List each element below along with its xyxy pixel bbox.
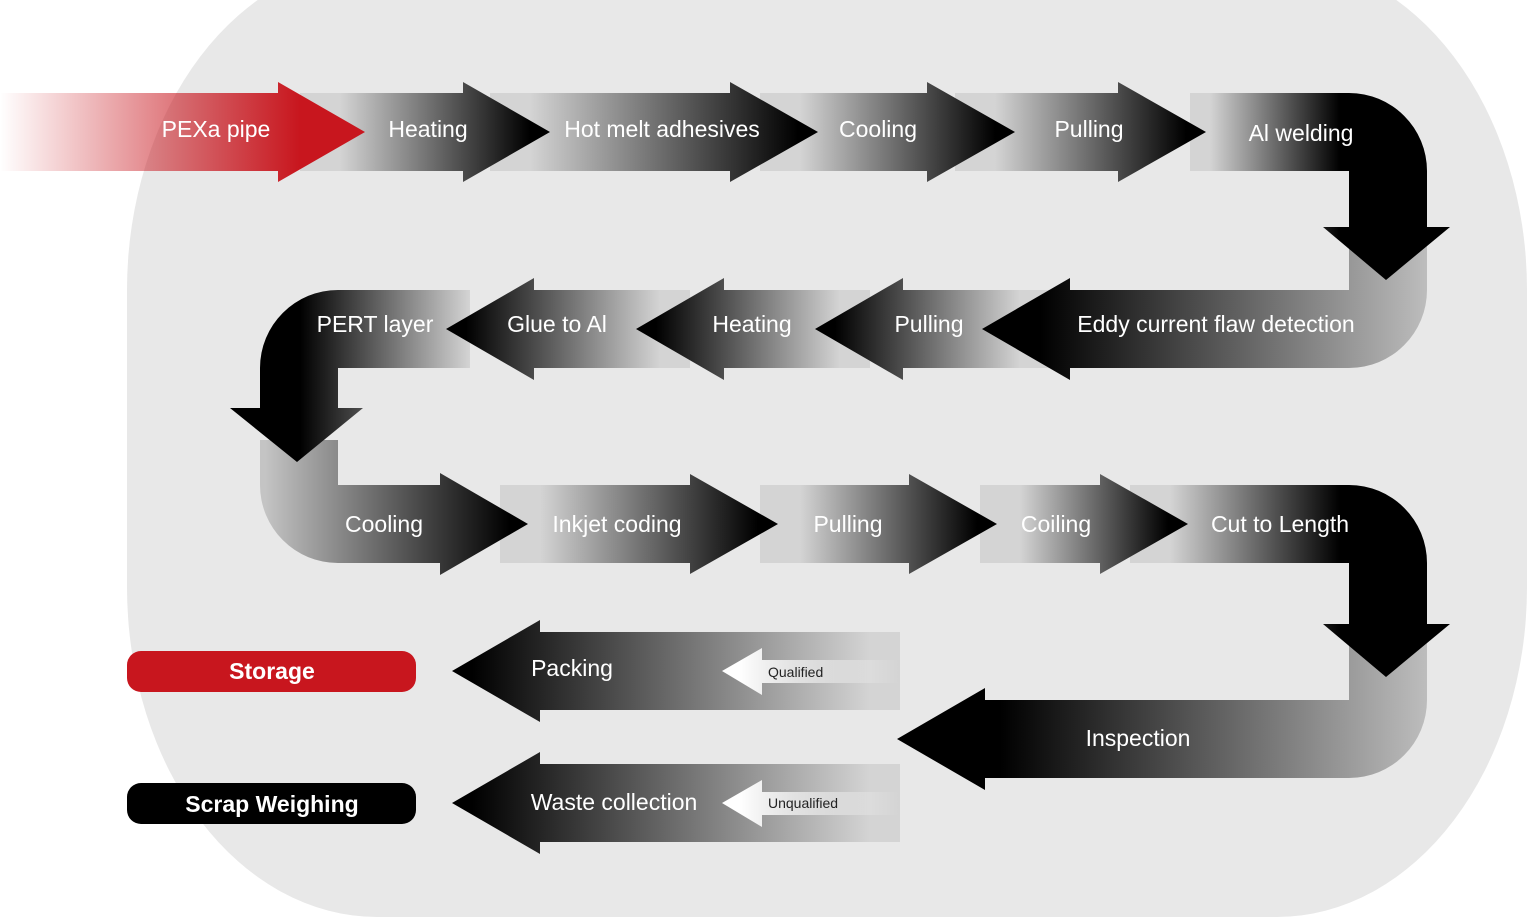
step-pulling-3: Pulling [813,511,882,537]
heating-2-arrow [636,278,870,380]
step-al-welding: Al welding [1249,120,1354,146]
storage-pill [127,651,416,692]
step-glue-to-al: Glue to Al [507,311,607,337]
step-heating-1: Heating [388,116,467,142]
step-pulling-2: Pulling [894,311,963,337]
scrap-weighing-label: Scrap Weighing [185,791,358,817]
storage-label: Storage [229,658,315,684]
scrap-weighing-pill [127,783,416,824]
hot-melt-arrow [490,82,818,182]
step-hot-melt-adhesives: Hot melt adhesives [564,116,760,142]
pulling-3-arrow [760,474,997,574]
packing-arrow [452,620,900,722]
pulling-2-arrow [815,278,1050,380]
cut-to-length-arrow [1130,485,1450,677]
pert-layer-arrow [230,290,470,462]
step-packing: Packing [531,655,613,681]
unqualified-label: Unqualified [768,795,838,811]
step-cooling-1: Cooling [839,116,917,142]
step-pexa-pipe: PEXa pipe [162,116,271,142]
coiling-arrow [980,474,1188,574]
step-coiling: Coiling [1021,511,1091,537]
cooling-1-arrow [760,82,1015,182]
step-eddy-current: Eddy current flaw detection [1077,311,1354,337]
al-welding-arrow [1190,93,1450,280]
step-inspection: Inspection [1086,725,1191,751]
step-pulling-1: Pulling [1054,116,1123,142]
glue-to-al-arrow [446,278,690,380]
qualified-arrow [722,648,900,695]
step-inkjet-coding: Inkjet coding [552,511,681,537]
pulling-1-arrow [955,82,1206,182]
step-cut-to-length: Cut to Length [1211,511,1349,537]
heating-1-arrow [300,82,550,182]
qualified-label: Qualified [768,664,823,680]
step-heating-2: Heating [712,311,791,337]
step-waste-collection: Waste collection [531,789,698,815]
inkjet-coding-arrow [500,474,778,574]
eddy-current-arrow [982,240,1427,380]
background-panel [127,0,1527,917]
pexa-pipe-arrow [0,82,365,182]
unqualified-arrow [722,780,900,827]
step-pert-layer: PERT layer [317,311,434,337]
cooling-2-arrow [260,440,528,575]
step-cooling-2: Cooling [345,511,423,537]
inspection-arrow [897,640,1427,790]
waste-collection-arrow [452,752,900,854]
